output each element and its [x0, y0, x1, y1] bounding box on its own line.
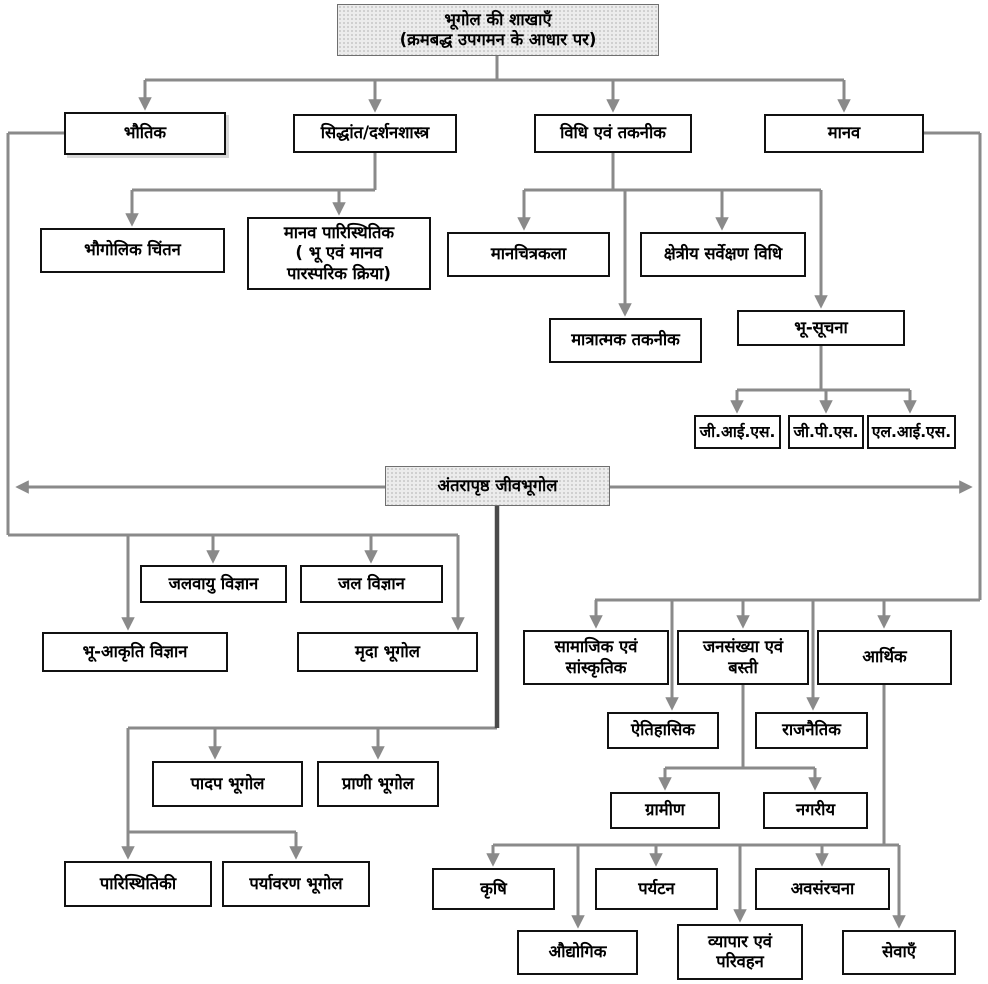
node-field-survey: क्षेत्रीय सर्वेक्षण विधि	[640, 232, 806, 277]
node-environmental-geography: पर्यावरण भूगोल	[222, 861, 370, 907]
node-tourism: पर्यटन	[595, 868, 718, 910]
node-population-settlement: जनसंख्या एवं बस्ती	[677, 630, 809, 685]
node-hydrology: जल विज्ञान	[300, 565, 443, 603]
node-lis: एल.आई.एस.	[867, 415, 956, 449]
node-interface-biogeography: अंतरापृष्ठ जीवभूगोल	[385, 466, 610, 506]
node-theory-philosophy: सिद्धांत/दर्शनशास्त्र	[293, 114, 457, 153]
node-industrial: औद्योगिक	[517, 930, 638, 975]
node-root-title: भूगोल की शाखाएँ (क्रमबद्ध उपगमन के आधार …	[337, 4, 659, 56]
node-social-cultural: सामाजिक एवं सांस्कृतिक	[523, 630, 669, 685]
node-geo-information: भू-सूचना	[737, 310, 905, 346]
node-cartography: मानचित्रकला	[447, 232, 610, 277]
node-plant-geography: पादप भूगोल	[152, 761, 303, 807]
node-soil-geography: मृदा भूगोल	[297, 632, 478, 672]
node-historical: ऐतिहासिक	[607, 712, 719, 749]
node-agriculture: कृषि	[432, 868, 555, 910]
node-rural: ग्रामीण	[610, 792, 720, 829]
node-political: राजनैतिक	[755, 712, 868, 749]
node-human-ecology: मानव पारिस्थितिक ( भू एवं मानव पारस्परिक…	[247, 217, 431, 290]
node-animal-geography: प्राणी भूगोल	[317, 761, 439, 807]
node-quantitative-techniques: मात्रात्मक तकनीक	[549, 318, 702, 363]
node-human: मानव	[764, 114, 924, 153]
node-trade-transport: व्यापार एवं परिवहन	[677, 924, 803, 980]
node-gis: जी.आई.एस.	[694, 415, 781, 449]
node-climatology: जलवायु विज्ञान	[140, 565, 287, 603]
node-services: सेवाएँ	[842, 930, 956, 975]
node-geographical-thought: भौगोलिक चिंतन	[40, 228, 225, 273]
node-physical: भौतिक	[64, 112, 226, 155]
node-infrastructure: अवसंरचना	[755, 868, 890, 910]
node-ecology: पारिस्थितिकी	[64, 861, 212, 907]
node-geomorphology: भू-आकृति विज्ञान	[42, 632, 228, 672]
node-urban: नगरीय	[763, 792, 868, 829]
node-gps: जी.पी.एस.	[788, 415, 864, 449]
node-methods-techniques: विधि एवं तकनीक	[534, 114, 692, 153]
node-economic: आर्थिक	[817, 630, 952, 685]
